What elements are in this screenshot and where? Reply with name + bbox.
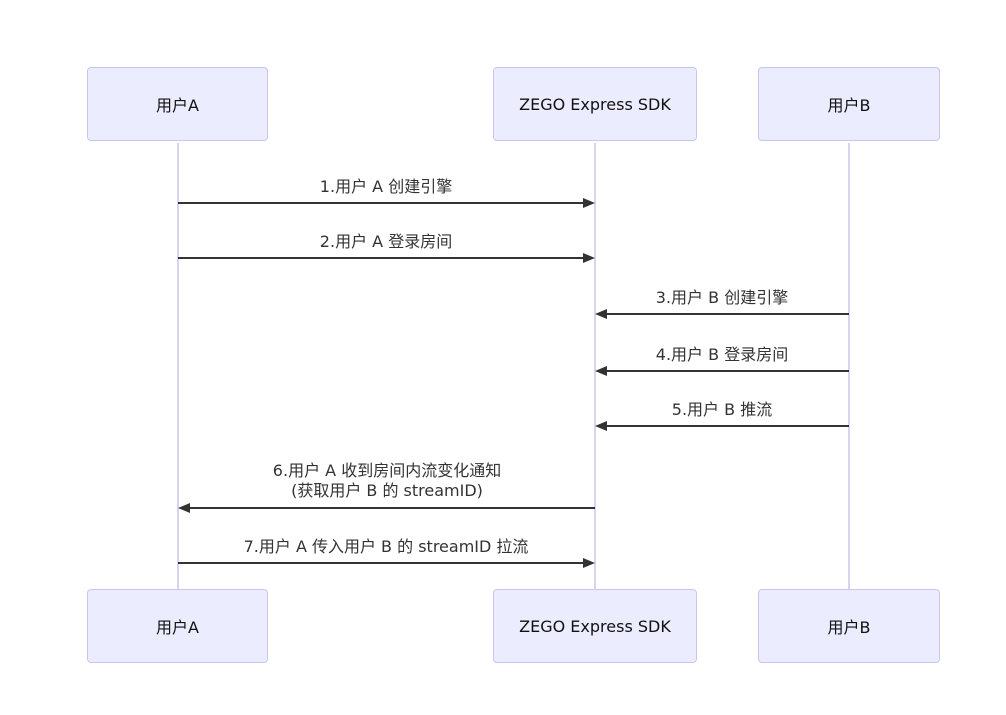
- message-label: 4.用户 B 登录房间: [655, 345, 789, 364]
- message-label: 7.用户 A 传入用户 B 的 streamID 拉流: [243, 537, 529, 556]
- message-label: 1.用户 A 创建引擎: [319, 177, 453, 196]
- actor-label: 用户B: [827, 96, 871, 115]
- actor-sdk-top: ZEGO Express SDK: [493, 67, 697, 141]
- arrowhead-right-icon: [583, 253, 595, 263]
- lifeline-user-b: [848, 143, 850, 589]
- actor-label: 用户A: [156, 96, 199, 115]
- message-line: [190, 507, 595, 509]
- message-label: 2.用户 A 登录房间: [319, 232, 453, 251]
- message-line: [178, 257, 583, 259]
- message-label-line-1: 6.用户 A 收到房间内流变化通知: [272, 461, 502, 480]
- message-label: 3.用户 B 创建引擎: [655, 288, 789, 307]
- message-line: [607, 370, 849, 372]
- message-line: [607, 425, 849, 427]
- arrowhead-right-icon: [583, 198, 595, 208]
- actor-label: 用户A: [156, 618, 199, 637]
- actor-user-a-bottom: 用户A: [87, 589, 268, 663]
- arrowhead-left-icon: [595, 421, 607, 431]
- arrowhead-left-icon: [595, 366, 607, 376]
- actor-user-b-bottom: 用户B: [758, 589, 940, 663]
- actor-sdk-bottom: ZEGO Express SDK: [493, 589, 697, 663]
- arrowhead-right-icon: [583, 558, 595, 568]
- message-line: [178, 202, 583, 204]
- message-line: [607, 313, 849, 315]
- arrowhead-left-icon: [595, 309, 607, 319]
- actor-user-a-top: 用户A: [87, 67, 268, 141]
- message-label-line-2: (获取用户 B 的 streamID): [291, 481, 483, 500]
- actor-user-b-top: 用户B: [758, 67, 940, 141]
- actor-label: 用户B: [827, 618, 871, 637]
- lifeline-user-a: [177, 143, 179, 589]
- message-line: [178, 562, 583, 564]
- message-label: 6.用户 A 收到房间内流变化通知 (获取用户 B 的 streamID): [273, 461, 501, 501]
- message-label: 5.用户 B 推流: [671, 400, 773, 419]
- arrowhead-left-icon: [178, 503, 190, 513]
- actor-label: ZEGO Express SDK: [519, 616, 671, 636]
- actor-label: ZEGO Express SDK: [519, 94, 671, 114]
